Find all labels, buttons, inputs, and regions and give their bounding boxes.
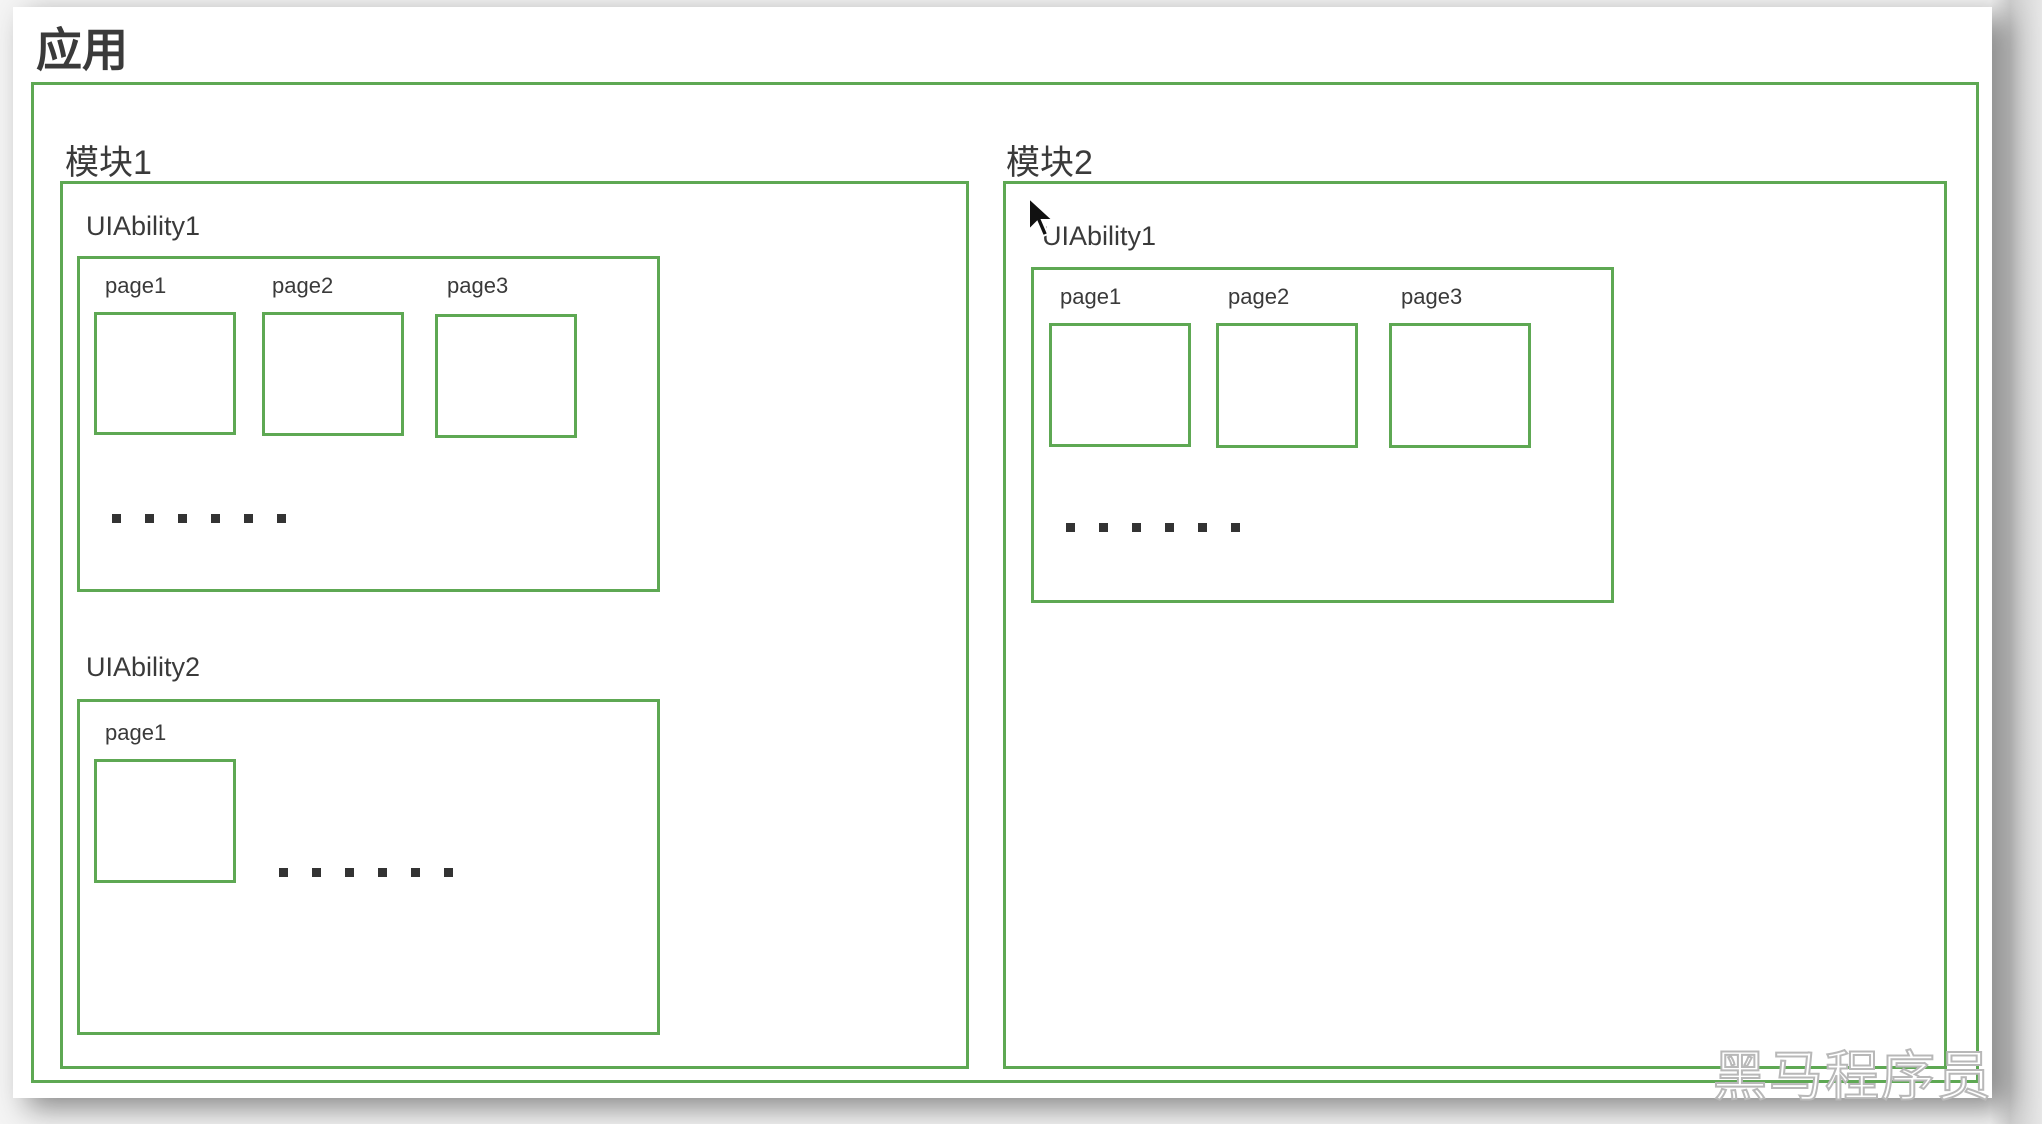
ellipsis-dots: [279, 868, 453, 877]
module2-label: 模块2: [1006, 144, 1093, 182]
page-box: [1049, 323, 1191, 447]
module1-ability2-label: UIAbility2: [86, 652, 201, 682]
page-label: page1: [105, 273, 167, 298]
module2-ability1-label: UIAbility1: [1042, 221, 1157, 251]
module1-ability1-box: [77, 256, 660, 592]
ellipsis-dots: [1066, 523, 1240, 532]
page-box: [435, 314, 577, 438]
page-box: [94, 759, 236, 883]
page-label: page2: [272, 273, 334, 298]
watermark: 黑马程序员: [1712, 1044, 1993, 1109]
page-label: page1: [1060, 284, 1122, 309]
module1-ability2-box: [77, 699, 660, 1035]
page-label: page1: [105, 720, 167, 745]
app-title: 应用: [36, 24, 128, 76]
page-box: [94, 312, 236, 435]
module2-box: [1003, 181, 1947, 1069]
page-box: [262, 312, 404, 436]
page-label: page2: [1228, 284, 1290, 309]
page-box: [1216, 323, 1358, 448]
slide-panel: [13, 7, 1992, 1098]
module1-box: [60, 181, 969, 1069]
ellipsis-dots: [112, 514, 286, 523]
module2-ability1-box: [1031, 267, 1614, 603]
module1-ability1-label: UIAbility1: [86, 211, 201, 241]
mouse-cursor-icon: [1028, 196, 1056, 238]
page-box: [1389, 323, 1531, 448]
page-label: page3: [1401, 284, 1463, 309]
app-box: [31, 82, 1979, 1083]
module1-label: 模块1: [65, 144, 152, 182]
page-label: page3: [447, 273, 509, 298]
